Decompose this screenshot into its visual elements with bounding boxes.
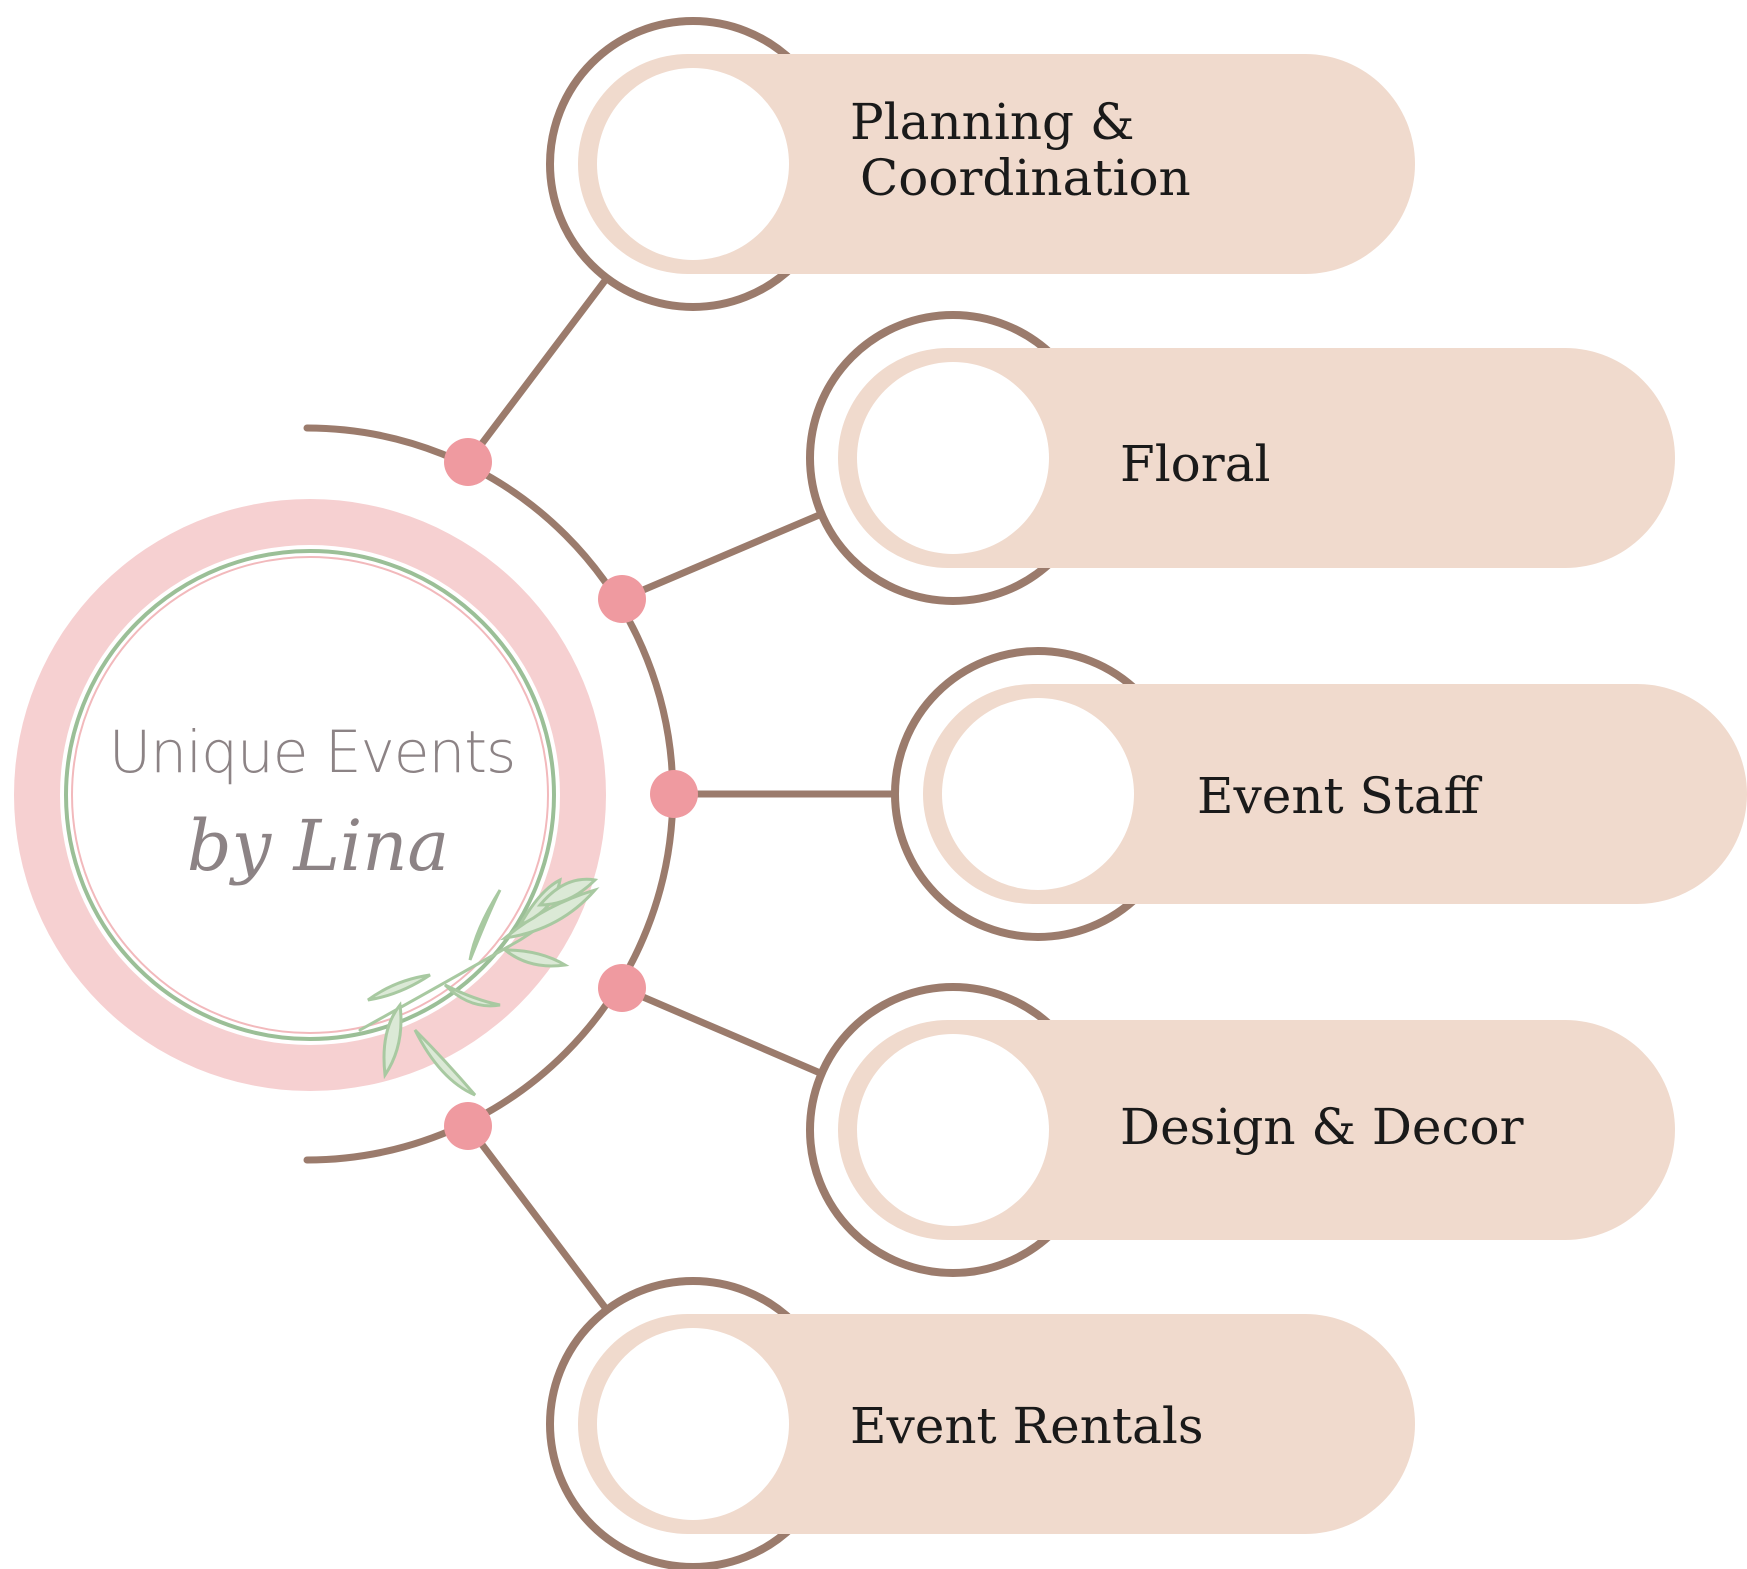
service-inner-disc [942,698,1134,890]
service-pill [838,1020,1675,1240]
connector-line-1 [464,274,611,466]
service-item: Design & Decor [806,983,1675,1277]
service-pill [578,54,1415,274]
connector-line-2 [618,510,825,603]
service-label: Event Staff [1197,767,1483,825]
logo-title: Unique Events [109,718,515,786]
service-inner-disc [857,362,1049,554]
service-inner-disc [597,68,789,260]
node-dot-4 [598,964,646,1012]
service-label: Event Rentals [850,1397,1204,1455]
logo-inner-disc [60,545,560,1045]
service-item: Event Staff [891,647,1747,941]
node-dot-1 [444,438,492,486]
service-label: Planning &Coordination [850,93,1191,207]
service-label-line: Design & Decor [1120,1098,1524,1156]
service-item: Event Rentals [546,1277,1415,1569]
leaf-sprig-icon [358,877,600,1097]
service-label-line: Planning & [850,93,1134,151]
service-label-line: Event Rentals [850,1397,1204,1455]
service-label: Design & Decor [1120,1098,1524,1156]
logo: Unique Events by Lina [14,499,606,1097]
service-label: Floral [1120,435,1271,493]
node-dot-5 [444,1102,492,1150]
node-dot-2 [598,575,646,623]
service-item: Floral [806,311,1675,605]
service-item: Planning &Coordination [546,17,1415,311]
service-pill [923,684,1747,904]
service-pill [578,1314,1415,1534]
service-label-line: Event Staff [1197,767,1483,825]
logo-inner-ring [64,549,556,1041]
service-inner-disc [857,1034,1049,1226]
service-inner-disc [597,1328,789,1520]
connector-line-5 [464,1122,611,1314]
logo-subtitle: by Lina [187,805,449,887]
connector-line-4 [618,984,826,1078]
node-dot-3 [650,770,698,818]
service-label-line: Coordination [860,149,1191,207]
service-label-line: Floral [1120,435,1271,493]
logo-inner-ring-pink [71,556,549,1034]
service-pill [838,348,1675,568]
